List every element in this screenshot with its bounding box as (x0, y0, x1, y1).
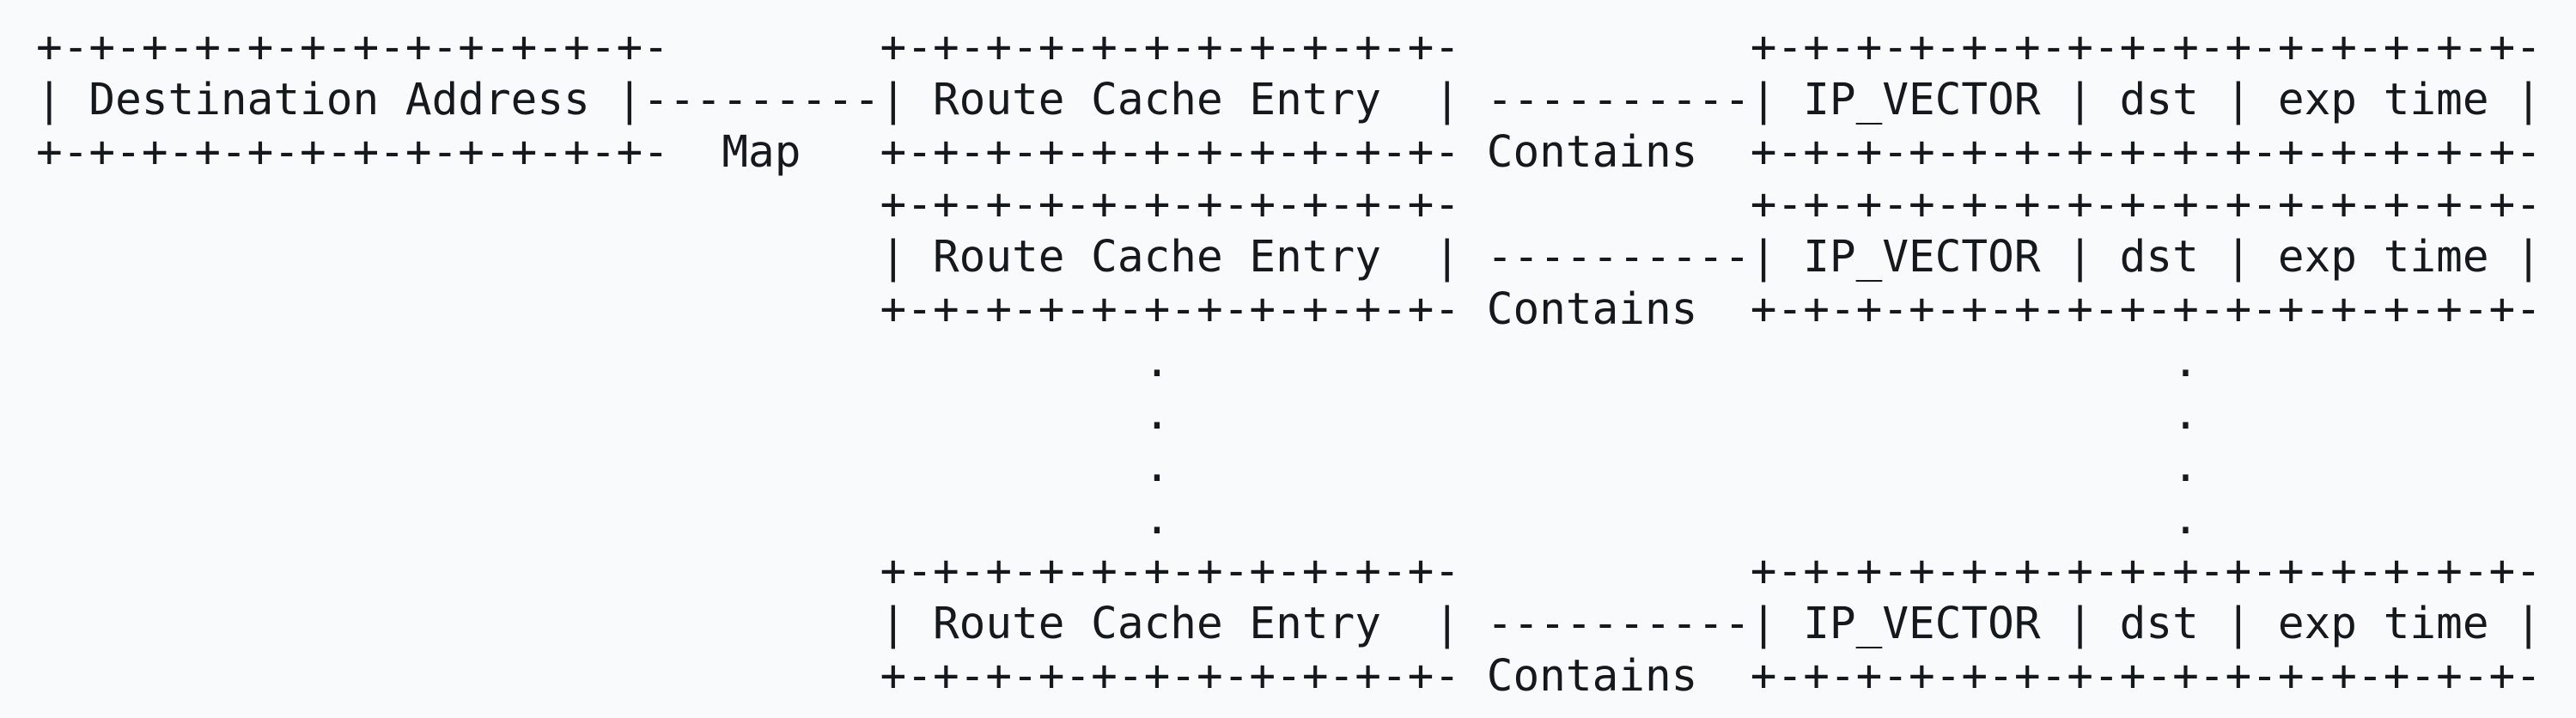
ascii-line: | Destination Address |---------| Route … (36, 75, 2542, 125)
ascii-line: . . (36, 337, 2199, 387)
ascii-line: +-+-+-+-+-+-+-+-+-+-+- Contains +-+-+-+-… (36, 651, 2542, 702)
ascii-line: . . (36, 389, 2199, 440)
ascii-line: . . (36, 441, 2199, 492)
ascii-line: | Route Cache Entry | ----------| IP_VEC… (36, 232, 2542, 283)
ascii-line: +-+-+-+-+-+-+-+-+-+-+- +-+-+-+-+-+-+-+-+… (36, 180, 2542, 230)
ascii-line: +-+-+-+-+-+-+-+-+-+-+-+- +-+-+-+-+-+-+-+… (36, 22, 2542, 73)
ascii-line: +-+-+-+-+-+-+-+-+-+-+-+- Map +-+-+-+-+-+… (36, 127, 2542, 178)
ascii-diagram: +-+-+-+-+-+-+-+-+-+-+-+- +-+-+-+-+-+-+-+… (36, 22, 2542, 702)
ascii-line: . . (36, 494, 2199, 545)
ascii-line: +-+-+-+-+-+-+-+-+-+-+- Contains +-+-+-+-… (36, 284, 2542, 335)
ascii-line: +-+-+-+-+-+-+-+-+-+-+- +-+-+-+-+-+-+-+-+… (36, 546, 2542, 597)
ascii-line: | Route Cache Entry | ----------| IP_VEC… (36, 599, 2542, 649)
